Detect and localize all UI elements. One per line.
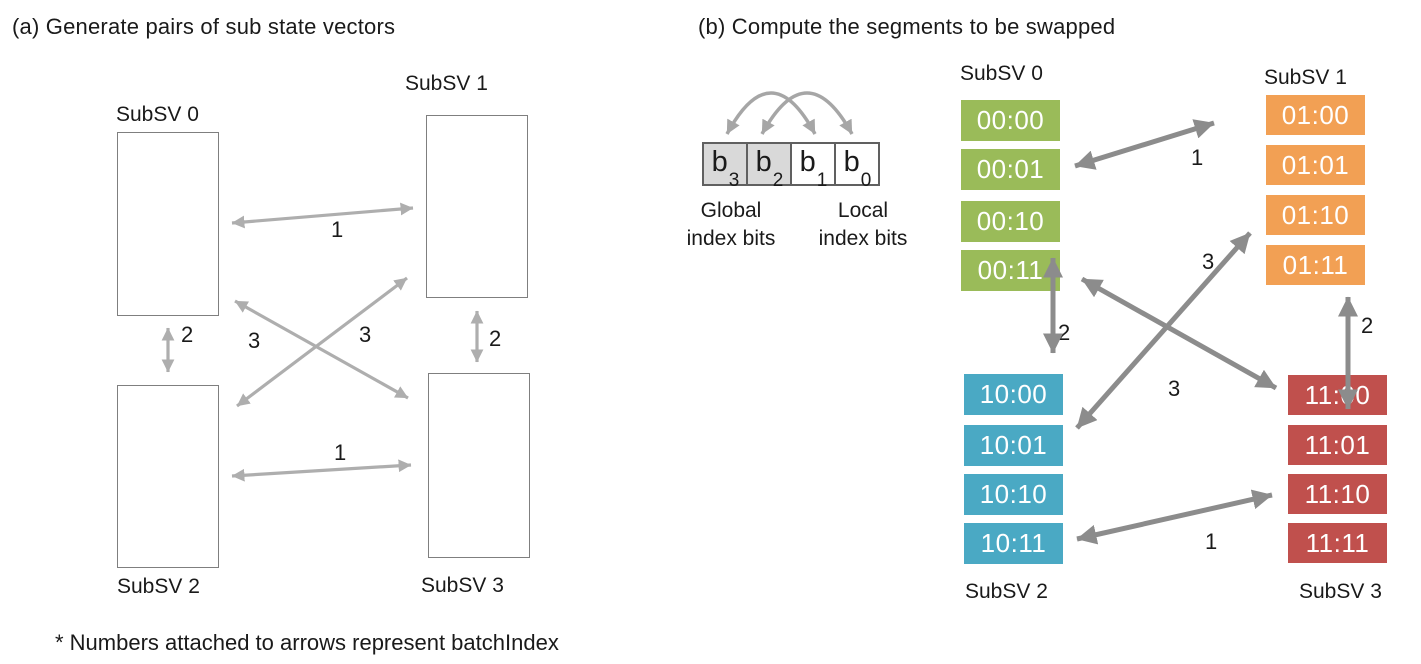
bit-b3-base: b [711,146,728,178]
segment-cell: 10:10 [964,474,1063,515]
panel-a-subsv0-label: SubSV 0 [116,103,199,126]
panel-a-subsv2-label: SubSV 2 [117,575,200,598]
segment-cell: 11:10 [1288,474,1387,514]
arc-swap-b2-b0 [760,91,854,135]
panel-a-subsv1-box [426,115,528,298]
segment-cell: 11:01 [1288,425,1387,465]
local-index-bits-label: Local index bits [798,197,928,253]
global-label-line1: Global [700,199,762,222]
bit-b2-base: b [755,146,772,178]
panel-b-batch2-left-label: 2 [1058,320,1071,345]
segment-cell: 11:00 [1288,375,1387,415]
global-label-line2: index bits [686,227,776,250]
panel-b-subsv2-label: SubSV 2 [965,580,1048,603]
panel-a-subsv3-box [428,373,530,558]
panel-b-batch3-upper-label: 3 [1202,249,1215,274]
panel-a-subsv1-label: SubSV 1 [405,72,488,95]
arrow-b-batch3-0011-1100 [1080,276,1278,391]
arrow-a-batch1-subsv0-subsv1 [231,202,414,229]
segment-cell: 01:00 [1266,95,1365,135]
panel-b-subsv3-label: SubSV 3 [1299,580,1382,603]
segment-cell: 00:00 [961,100,1060,141]
panel-a-title: (a) Generate pairs of sub state vectors [12,14,396,39]
segment-cell: 11:11 [1288,523,1387,563]
footnote: * Numbers attached to arrows represent b… [55,630,559,655]
arrow-b-batch1-1011-1110 [1076,489,1273,545]
panel-a-batch3-right-label: 3 [359,322,372,347]
arrow-b-batch3-1001-0110 [1075,231,1252,430]
panel-b-batch2-right-label: 2 [1361,313,1374,338]
segment-cell: 00:01 [961,149,1060,190]
segment-cell: 00:11 [961,250,1060,291]
panel-b-subsv1-label: SubSV 1 [1264,66,1347,89]
segment-cell: 10:11 [964,523,1063,564]
panel-b-batch1-top-label: 1 [1191,145,1204,170]
panel-b-batch1-bottom-label: 1 [1205,529,1218,554]
bit-b0-base: b [843,146,860,178]
bit-b1-base: b [799,146,816,178]
panel-b-title: (b) Compute the segments to be swapped [698,14,1116,39]
panel-a-subsv0-box [117,132,219,316]
segment-cell: 10:00 [964,374,1063,415]
panel-a-batch2-left-label: 2 [181,322,194,347]
panel-b-subsv0-label: SubSV 0 [960,62,1043,85]
segment-cell: 00:10 [961,201,1060,242]
panel-a-batch2-right-label: 2 [489,326,502,351]
segment-cell: 01:11 [1266,245,1365,285]
panel-a-batch1-bottom-label: 1 [334,440,347,465]
panel-a-subsv2-box [117,385,219,568]
global-index-bits-label: Global index bits [666,197,796,253]
segment-cell: 10:01 [964,425,1063,466]
arrow-a-batch3-subsv0-subsv3 [234,299,409,400]
local-label-line2: index bits [818,227,908,250]
local-label-line1: Local [837,199,889,222]
panel-a-subsv3-label: SubSV 3 [421,574,504,597]
segment-cell: 01:01 [1266,145,1365,185]
panel-b-batch3-lower-label: 3 [1168,376,1181,401]
arc-swap-b3-b1 [725,91,817,135]
panel-a-batch1-top-label: 1 [331,217,344,242]
arrow-a-batch1-subsv2-subsv3 [231,459,412,482]
segment-cell: 01:10 [1266,195,1365,235]
panel-a-batch3-left-label: 3 [248,328,261,353]
arrow-a-batch3-subsv1-subsv2 [236,276,408,408]
